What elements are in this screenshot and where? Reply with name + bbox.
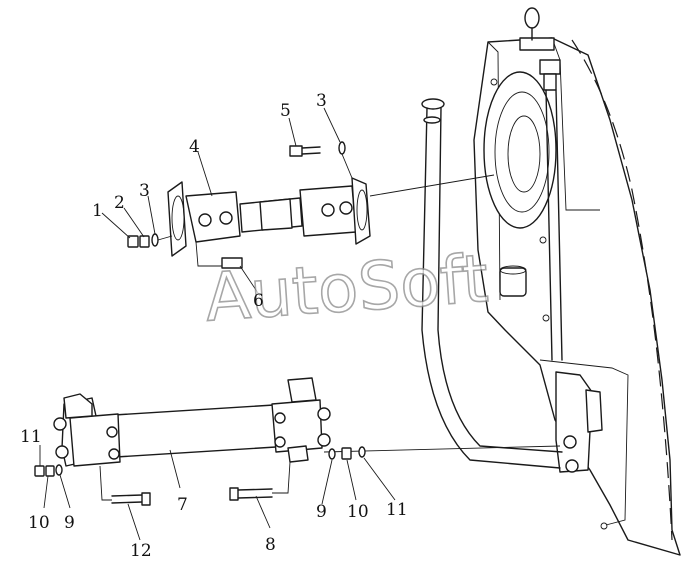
pipe-handle	[421, 98, 563, 469]
callout-10-left: 10	[28, 513, 50, 533]
callout-7: 7	[177, 495, 188, 515]
callout-3-upper-right: 3	[316, 91, 327, 111]
callout-5: 5	[280, 101, 291, 121]
callout-3-upper-left: 3	[139, 181, 150, 201]
gearbox-housing	[473, 7, 681, 556]
watermark: AutoSoft	[203, 240, 491, 337]
callout-11-right: 11	[386, 500, 408, 520]
callouts: 1 2 3 4 5 3 6 11 10 9 7 12 8 9 10 11	[20, 91, 408, 561]
callout-2: 2	[114, 193, 125, 213]
callout-8: 8	[265, 535, 276, 555]
callout-4: 4	[189, 137, 200, 157]
callout-6: 6	[253, 291, 264, 311]
upper-shaft-assembly	[127, 141, 495, 269]
callout-9-right: 9	[316, 502, 327, 522]
lower-cylinder-assembly	[34, 377, 561, 506]
callout-11-left: 11	[20, 427, 42, 447]
leader-lines	[39, 107, 396, 541]
callout-12: 12	[130, 541, 152, 561]
callout-1: 1	[92, 201, 103, 221]
callout-10-right: 10	[347, 502, 369, 522]
callout-9-left: 9	[64, 513, 75, 533]
